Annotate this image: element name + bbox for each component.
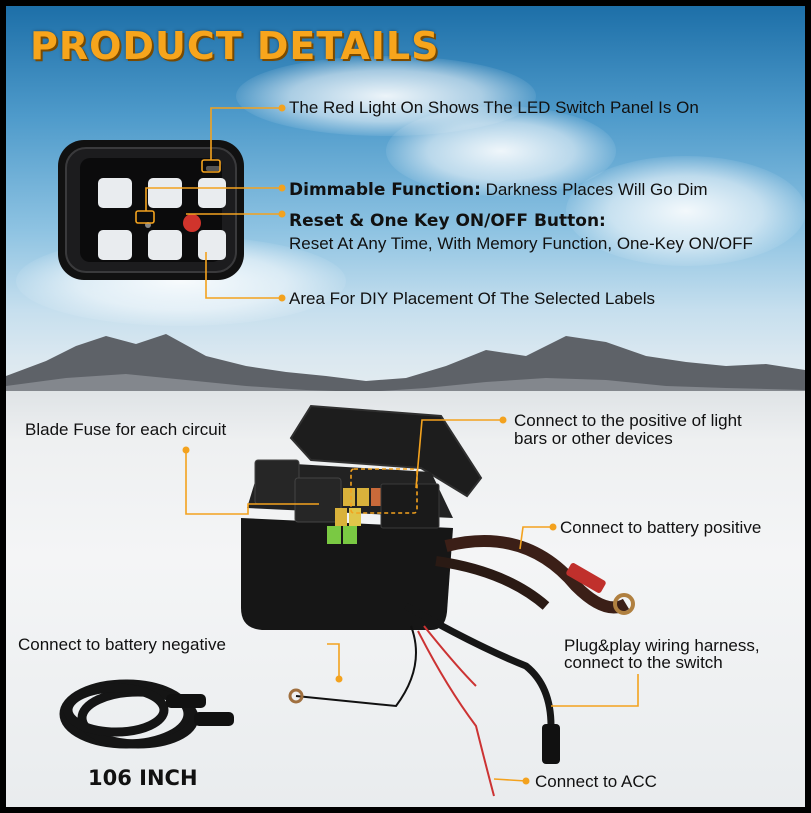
callout-battery-positive: Connect to battery positive: [560, 518, 762, 537]
fuse-relay-box: [241, 404, 483, 630]
product-details-graphic: PRODUCT DETAILS: [6, 6, 805, 807]
callout-acc: Connect to ACC: [535, 772, 657, 791]
callout-leader-lines: [135, 104, 639, 785]
callout-reset-desc: Reset At Any Time, With Memory Function,…: [289, 234, 753, 253]
callout-diy-area: Area For DIY Placement Of The Selected L…: [289, 289, 656, 308]
callout-positive-light-2: bars or other devices: [514, 429, 673, 448]
page-title: PRODUCT DETAILS: [30, 24, 440, 68]
callout-blade-fuse: Blade Fuse for each circuit: [25, 420, 227, 439]
cloud: [236, 56, 536, 136]
callout-battery-negative: Connect to battery negative: [18, 635, 226, 654]
led-switch-panel: [58, 140, 244, 280]
callout-positive-light-1: Connect to the positive of light: [514, 411, 742, 430]
cloud: [566, 156, 805, 266]
extension-cable-coil: [59, 679, 234, 749]
callout-dimmable-title: Dimmable Function:: [289, 180, 481, 200]
cable-length-label: 106 INCH: [88, 766, 198, 790]
callout-reset-title: Reset & One Key ON/OFF Button:: [289, 211, 606, 231]
wiring-harness: [288, 535, 635, 797]
callout-harness-1: Plug&play wiring harness,: [564, 636, 760, 655]
callout-harness-2: connect to the switch: [564, 653, 723, 672]
callout-dimmable-desc: Darkness Places Will Go Dim: [485, 180, 708, 199]
callout-dimmable: Dimmable Function: Darkness Places Will …: [289, 180, 708, 200]
switch-buttons: [98, 178, 226, 260]
callout-red-light: The Red Light On Shows The LED Switch Pa…: [289, 98, 699, 117]
callout-reset-title-text: Reset & One Key ON/OFF Button:: [289, 211, 606, 231]
power-led: [183, 214, 201, 232]
